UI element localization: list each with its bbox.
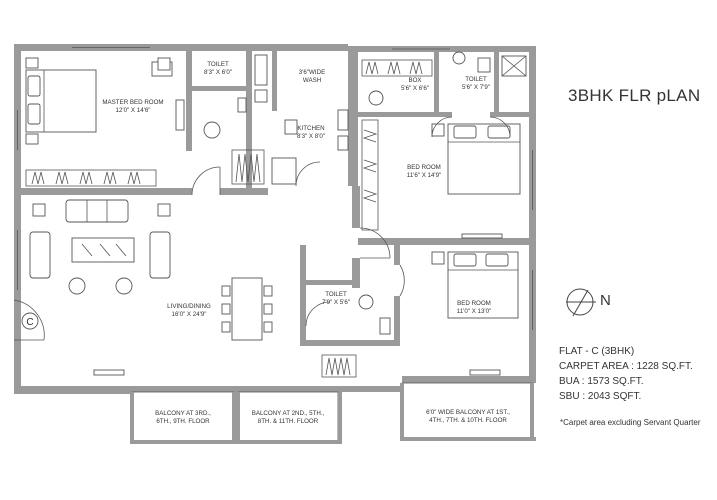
wardrobes bbox=[25, 59, 433, 378]
toilet2-size: 5'6" X 7'9" bbox=[462, 84, 490, 91]
kitchen-size: 8'3" X 8'0" bbox=[297, 133, 325, 140]
balcony2-line1: BALCONY AT 2ND., 5TH., bbox=[252, 410, 325, 417]
flat-type: FLAT - C (3BHK) bbox=[559, 346, 635, 357]
balcony1-line2: 6TH., 9TH. FLOOR bbox=[156, 418, 210, 425]
living-size: 16'0" X 24'9" bbox=[172, 311, 207, 318]
toilet1-name: TOILET bbox=[207, 61, 229, 68]
compass-icon bbox=[566, 288, 596, 317]
kitchen-name: KITCHEN bbox=[297, 125, 324, 132]
box-name: BOX bbox=[408, 77, 421, 84]
sbu-area: SBU : 2043 SQFT. bbox=[559, 391, 642, 402]
bed2 bbox=[431, 123, 521, 239]
bed2-size: 11'6" X 14'9" bbox=[407, 172, 442, 179]
room-labels: MASTER BED ROOM 12'0" X 14'6" TOILET 8'3… bbox=[102, 61, 510, 425]
bed3-name: BED ROOM bbox=[457, 300, 491, 307]
toilet3-name: TOILET bbox=[325, 291, 347, 298]
internal-walls bbox=[14, 46, 536, 346]
toilet3-size: 7'9" X 5'6" bbox=[322, 299, 350, 306]
master-bed bbox=[25, 57, 185, 145]
bua-area: BUA : 1573 SQ.FT. bbox=[559, 376, 644, 387]
compass-north-label: N bbox=[600, 292, 611, 309]
balcony1-line1: BALCONY AT 3RD., bbox=[155, 410, 211, 417]
balcony3-line2: 4TH., 7TH. & 10TH. FLOOR bbox=[429, 417, 507, 424]
doors bbox=[13, 116, 511, 341]
fixtures bbox=[157, 51, 527, 335]
master-bed-size: 12'0" X 14'6" bbox=[116, 107, 151, 114]
balconies bbox=[130, 382, 536, 444]
balcony3-line1: 6'0" WIDE BALCONY AT 1ST., bbox=[426, 409, 510, 416]
wash-name: 3'6"WIDE bbox=[299, 69, 325, 76]
plan-title: 3BHK FLR pLAN bbox=[568, 86, 701, 105]
bed2-name: BED ROOM bbox=[407, 164, 441, 171]
footnote: *Carpet area excluding Servant Quarter bbox=[560, 418, 701, 427]
master-bed-name: MASTER BED ROOM bbox=[102, 99, 163, 106]
toilet1-size: 8'3" X 6'0" bbox=[204, 69, 232, 76]
carpet-area: CARPET AREA : 1228 SQ.FT. bbox=[559, 361, 693, 372]
wash-name2: WASH bbox=[303, 77, 321, 84]
flat-info: FLAT - C (3BHK) CARPET AREA : 1228 SQ.FT… bbox=[559, 344, 693, 404]
box-size: 5'6" X 6'6" bbox=[401, 85, 429, 92]
window-lines bbox=[17, 47, 533, 330]
living-name: LIVING/DINING bbox=[167, 303, 211, 310]
entry-marker: C bbox=[21, 312, 39, 330]
bed3 bbox=[431, 251, 519, 376]
living-furniture bbox=[29, 199, 273, 376]
bed3-size: 11'0" X 13'0" bbox=[457, 308, 492, 315]
balcony2-line2: 8TH. & 11TH. FLOOR bbox=[258, 418, 319, 425]
entry-marker-letter: C bbox=[26, 317, 33, 328]
toilet2-name: TOILET bbox=[465, 76, 487, 83]
